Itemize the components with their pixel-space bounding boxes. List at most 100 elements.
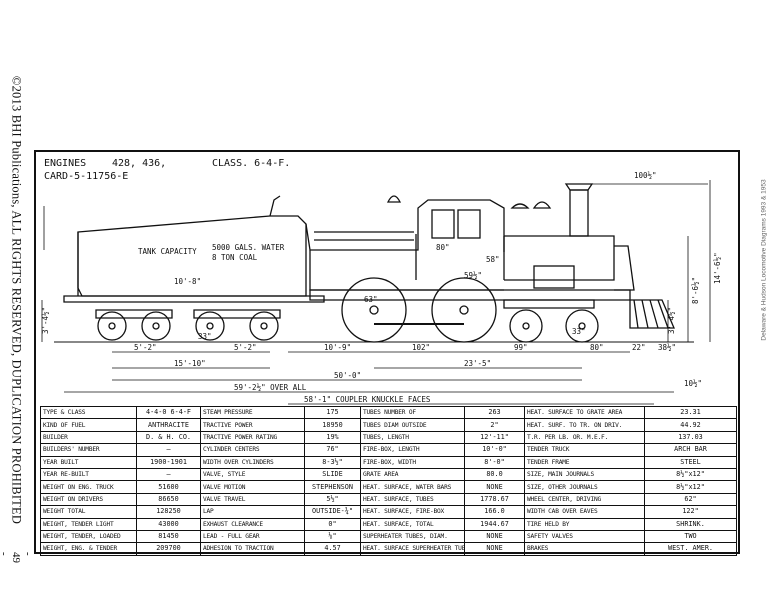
spec-value: 4.57: [304, 542, 361, 556]
spec-value: TWO: [644, 529, 737, 544]
spec-value: 4-4-0 6-4-F: [136, 405, 201, 420]
boiler: [415, 234, 615, 281]
dim-15-10: 15'-10": [174, 359, 206, 368]
dim-10-5: 10½": [684, 379, 702, 388]
spec-value: 8-3½": [304, 455, 361, 469]
cab-dimension: 80": [436, 243, 450, 252]
spec-value: 5½": [304, 492, 361, 507]
spec-value: 23.31: [644, 405, 737, 420]
spec-label: TRACTIVE POWER: [200, 418, 305, 432]
spec-label: BUILDERS' NUMBER: [40, 443, 137, 457]
spec-label: SUPERHEATER TUBES, DIAM.: [360, 529, 465, 544]
spec-value: —: [136, 443, 201, 457]
class-label: CLASS. 6-4-F.: [212, 158, 291, 169]
spec-value: ANTHRACITE: [136, 418, 201, 432]
dim-overall: 59'-2½" OVER ALL: [234, 383, 307, 392]
spec-label: BUILDER: [40, 430, 137, 445]
locomotive-frame: [309, 289, 631, 301]
spec-value: SLIDE: [304, 467, 361, 482]
tender-tank: [77, 215, 307, 297]
tank-capacity-water: 5000 GALS. WATER: [212, 243, 285, 252]
spec-value: 43000: [136, 517, 201, 531]
spec-value: 1944.67: [464, 517, 525, 531]
spec-value: 263: [464, 405, 525, 420]
spec-value: STEEL: [644, 455, 737, 469]
spec-label: SAFETY VALVES: [524, 529, 645, 544]
tank-capacity-label: TANK CAPACITY: [138, 247, 197, 256]
spec-label: WEIGHT, TENDER, LOADED: [40, 529, 137, 544]
spec-label: TUBES, LENGTH: [360, 430, 465, 445]
spec-label: YEAR BUILT: [40, 455, 137, 469]
copyright-margin: ©2013 BHI Publications, ALL RIGHTS RESER…: [0, 0, 34, 600]
spec-label: WIDTH OVER CYLINDERS: [200, 455, 305, 469]
dim-22: 22": [632, 343, 646, 352]
dim-10-9: 10'-9": [324, 343, 351, 352]
tender-wheel-3: [195, 311, 225, 341]
spec-label: WEIGHT ON DRIVERS: [40, 492, 137, 507]
bell: [386, 195, 402, 203]
spec-value: 80.0: [464, 467, 525, 482]
source-caption: Delaware & Hudson Locomotive Diagrams 19…: [760, 179, 768, 341]
tender-coal-rail: [269, 195, 281, 217]
spec-value: 76": [304, 443, 361, 457]
spec-value: WEST. AMER.: [644, 542, 737, 556]
spec-value: 81450: [136, 529, 201, 544]
dimension-58: 58": [486, 255, 500, 264]
spec-label: WHEEL CENTER, DRIVING: [524, 492, 645, 507]
spec-label: VALVE TRAVEL: [200, 492, 305, 507]
tender-width: 10'-8": [174, 277, 201, 286]
stack-dimension: 100½": [634, 171, 657, 180]
spec-label: HEAT. SURFACE, FIRE-BOX: [360, 505, 465, 519]
spec-label: FIRE-BOX, WIDTH: [360, 455, 465, 469]
spec-label: GRATE AREA: [360, 467, 465, 482]
spec-value: NONE: [464, 529, 525, 544]
tender-frame: [63, 295, 325, 303]
spec-label: ADHESION TO TRACTION: [200, 542, 305, 556]
boiler-center-height: 8'-6½": [691, 277, 700, 304]
spec-label: TYPE & CLASS: [40, 405, 137, 420]
overall-height: 14'-6½": [713, 252, 722, 284]
tender-wheel-2: [141, 311, 171, 341]
engines-label: ENGINES: [44, 158, 87, 169]
spec-value: OUTSIDE-¾": [304, 505, 361, 519]
spec-label: VALVE, STYLE: [200, 467, 305, 482]
spec-value: 8'-0": [464, 455, 525, 469]
spec-label: HEAT. SURFACE, WATER BARS: [360, 480, 465, 494]
spec-value: ⅛": [304, 529, 361, 544]
page-number: - 49 -: [0, 552, 34, 563]
spec-value: STEPHENSON: [304, 480, 361, 494]
pilot: [629, 299, 675, 329]
spec-label: TIRE HELD BY: [524, 517, 645, 531]
spec-label: SIZE, MAIN JOURNALS: [524, 467, 645, 482]
spec-value: 18950: [304, 418, 361, 432]
spec-label: TUBES DIAM OUTSIDE: [360, 418, 465, 432]
spec-value: 2": [464, 418, 525, 432]
spec-label: KIND OF FUEL: [40, 418, 137, 432]
spec-value: —: [136, 467, 201, 482]
spec-label: HEAT. SURFACE TO GRATE AREA: [524, 405, 645, 420]
source-margin: Delaware & Hudson Locomotive Diagrams 19…: [752, 150, 776, 450]
dim-99: 99": [514, 343, 528, 352]
tender-wheel-4: [249, 311, 279, 341]
steam-domes: [510, 201, 552, 209]
spec-label: TUBES NUMBER OF: [360, 405, 465, 420]
driver-wheel-1: [341, 277, 407, 343]
pilot-height: 3'-4½": [667, 307, 676, 334]
spec-value: 1778.67: [464, 492, 525, 507]
spec-value: NONE: [464, 480, 525, 494]
dim-102: 102": [412, 343, 430, 352]
cab: [305, 199, 505, 252]
tender-height: 3'-4½": [41, 307, 50, 334]
spec-label: LEAD - FULL GEAR: [200, 529, 305, 544]
engines-value: 428, 436,: [112, 158, 167, 169]
spec-label: VALVE MOTION: [200, 480, 305, 494]
cab-window-2: [457, 209, 481, 239]
